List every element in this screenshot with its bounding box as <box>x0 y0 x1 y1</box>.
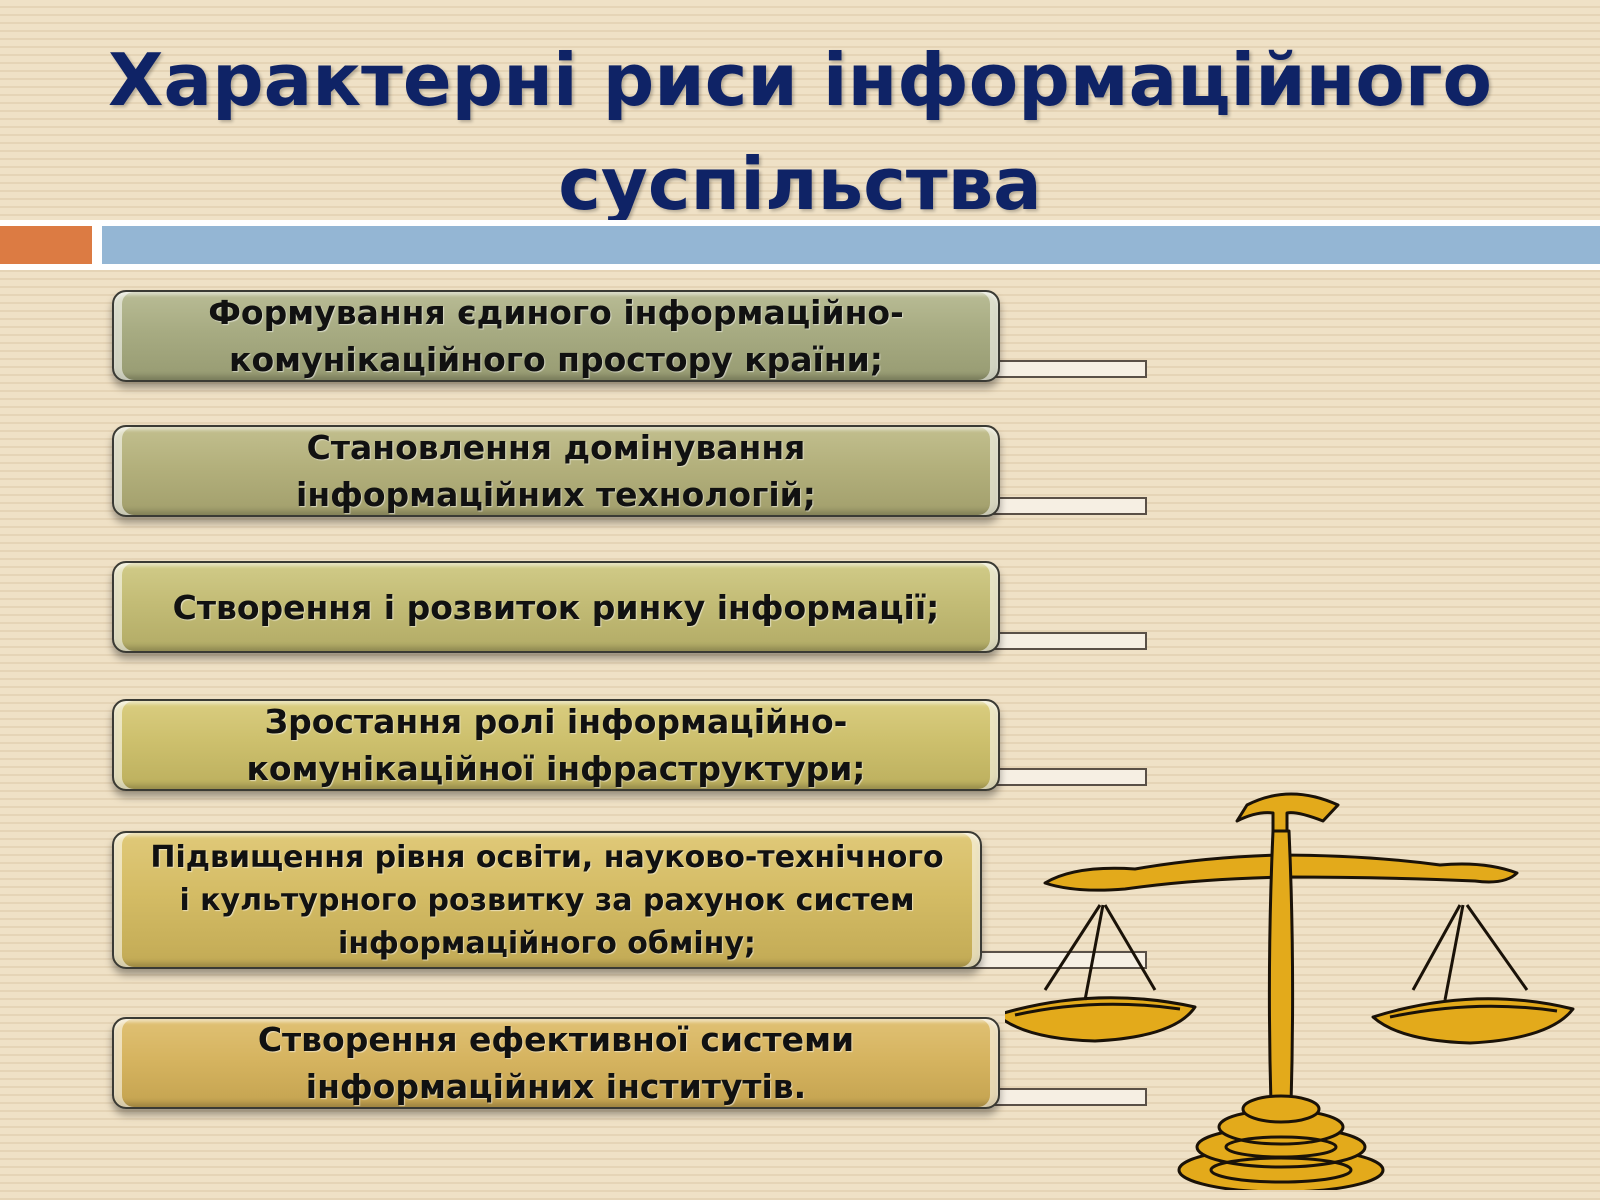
header-rule-orange <box>0 226 92 264</box>
feature-text-3: Створення і розвиток ринку інформації; <box>172 587 940 627</box>
balance-scales-icon <box>1005 792 1575 1190</box>
header-rule-white-bottom <box>0 264 1600 270</box>
feature-item-2: Становлення домінування інформаційних те… <box>112 425 1000 517</box>
header-rule-blue <box>102 226 1600 264</box>
slide-title: Характерні риси інформаційного суспільст… <box>0 28 1600 236</box>
feature-text-5: Підвищення рівня освіти, науково-технічн… <box>150 839 944 961</box>
feature-text-2: Становлення домінування інформаційних те… <box>296 428 816 514</box>
title-line-2: суспільства <box>558 142 1042 226</box>
feature-item-3: Створення і розвиток ринку інформації; <box>112 561 1000 653</box>
header-rule-gap <box>92 226 102 264</box>
feature-item-6: Створення ефективної системи інформаційн… <box>112 1017 1000 1109</box>
feature-text-4: Зростання ролі інформаційно-комунікаційн… <box>246 702 866 788</box>
feature-item-5: Підвищення рівня освіти, науково-технічн… <box>112 831 982 969</box>
feature-item-1: Формування єдиного інформаційно-комуніка… <box>112 290 1000 382</box>
feature-item-4: Зростання ролі інформаційно-комунікаційн… <box>112 699 1000 791</box>
header-rule-white-top <box>0 220 1600 226</box>
feature-text-1: Формування єдиного інформаційно-комуніка… <box>208 293 904 379</box>
feature-text-6: Створення ефективної системи інформаційн… <box>257 1020 855 1106</box>
title-line-1: Характерні риси інформаційного <box>108 38 1492 122</box>
